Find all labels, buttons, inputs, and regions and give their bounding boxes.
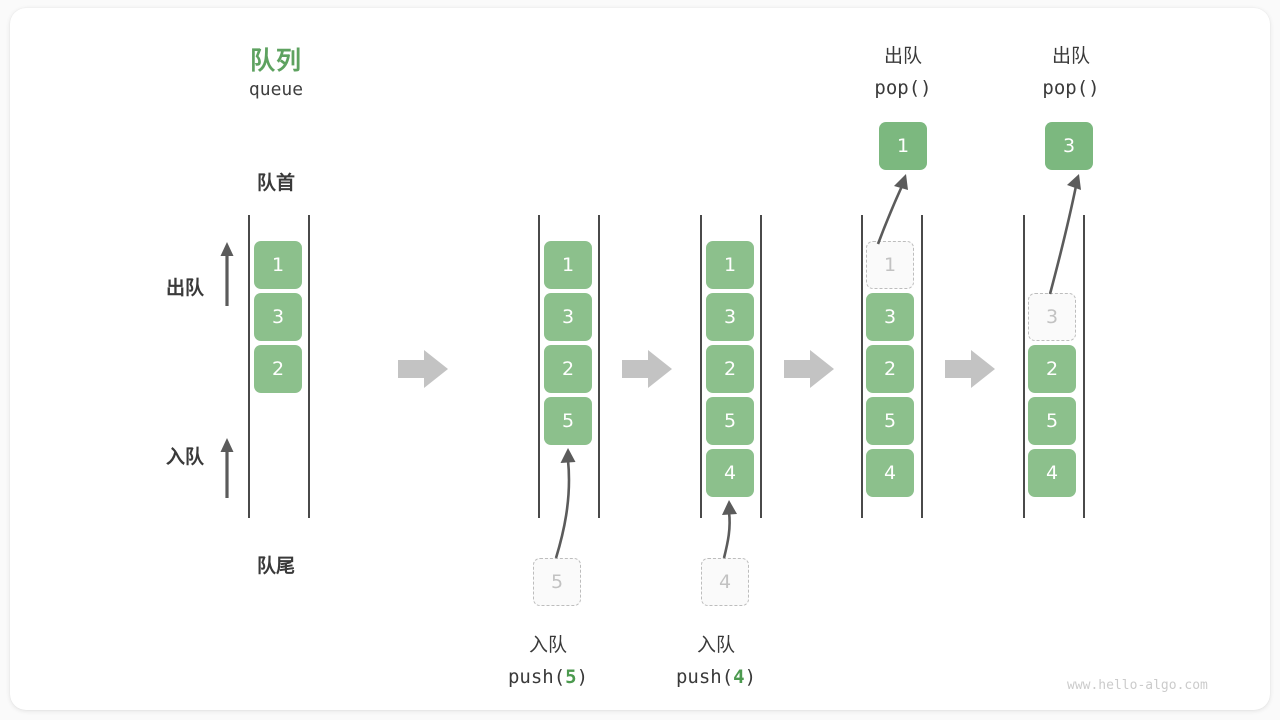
queue-cell: 3 (254, 293, 302, 341)
incoming-element-ghost: 5 (533, 558, 581, 606)
queue-rail-left (1023, 215, 1025, 518)
queue-cell: 5 (866, 397, 914, 445)
queue-rail-left (248, 215, 250, 518)
pop-op-label-code: pop() (874, 77, 932, 99)
transition-arrow-icon (398, 350, 448, 388)
queue-cell: 2 (544, 345, 592, 393)
queue-rail-right (598, 215, 600, 518)
dequeue-side-label: 出队 (165, 277, 204, 299)
enqueue-direction-arrow-icon (220, 438, 234, 498)
pop-op-label-code: pop() (1042, 77, 1100, 99)
queue-cell-ghost: 1 (866, 241, 914, 289)
queue-cell: 1 (544, 241, 592, 289)
incoming-element-ghost: 4 (701, 558, 749, 606)
push-arrow-icon (554, 448, 576, 559)
popped-element: 1 (879, 122, 927, 170)
pop-arrow-icon (1048, 174, 1081, 295)
queue-rail-right (921, 215, 923, 518)
front-label: 队首 (256, 172, 295, 194)
queue-cell-ghost: 3 (1028, 293, 1076, 341)
dequeue-direction-arrow-icon (220, 242, 234, 306)
push-op-label-code: push(4) (636, 666, 796, 688)
push-op-prefix: push( (507, 666, 566, 688)
push-op-label-code: push(5) (468, 666, 628, 688)
queue-cell: 2 (1028, 345, 1076, 393)
queue-cell: 2 (866, 345, 914, 393)
transition-arrow-icon (784, 350, 834, 388)
diagram-title-cn: 队列 (249, 46, 302, 75)
transition-arrow-icon (622, 350, 672, 388)
pop-arrow-icon (876, 174, 908, 245)
push-op-label-cn: 入队 (696, 634, 735, 656)
queue-cell: 1 (706, 241, 754, 289)
queue-cell: 4 (1028, 449, 1076, 497)
enqueue-side-label: 入队 (165, 446, 204, 468)
push-arrow-icon (722, 500, 737, 559)
queue-cell: 3 (706, 293, 754, 341)
diagram-card: 队列 queue 队首 队尾 出队 入队 1 3 2 1 3 2 5 5 (10, 8, 1270, 710)
queue-cell: 5 (544, 397, 592, 445)
queue-rail-right (1083, 215, 1085, 518)
push-op-label-cn: 入队 (528, 634, 567, 656)
queue-rail-right (760, 215, 762, 518)
queue-cell: 2 (706, 345, 754, 393)
push-op-prefix: push( (675, 666, 734, 688)
diagram-title-en: queue (248, 79, 304, 100)
queue-cell: 5 (706, 397, 754, 445)
queue-cell: 1 (254, 241, 302, 289)
queue-cell: 5 (1028, 397, 1076, 445)
queue-cell: 4 (866, 449, 914, 497)
popped-element: 3 (1045, 122, 1093, 170)
push-op-suffix: ) (744, 666, 757, 688)
queue-cell: 3 (866, 293, 914, 341)
queue-cell: 3 (544, 293, 592, 341)
push-op-value: 4 (733, 666, 745, 688)
transition-arrow-icon (945, 350, 995, 388)
queue-cell: 2 (254, 345, 302, 393)
queue-rail-left (861, 215, 863, 518)
rear-label: 队尾 (256, 555, 295, 577)
queue-rail-left (700, 215, 702, 518)
pop-op-label-cn: 出队 (883, 45, 922, 67)
queue-rail-left (538, 215, 540, 518)
pop-op-label-cn: 出队 (1051, 45, 1090, 67)
watermark: www.hello-algo.com (1067, 678, 1208, 693)
push-op-suffix: ) (576, 666, 589, 688)
queue-rail-right (308, 215, 310, 518)
push-op-value: 5 (565, 666, 577, 688)
queue-cell: 4 (706, 449, 754, 497)
